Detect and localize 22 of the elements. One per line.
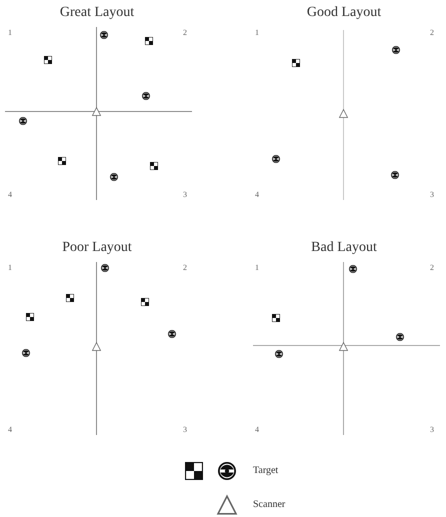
quadrant-number: 3 [183,191,187,199]
quadrant-number: 3 [430,191,434,199]
panel-title: Good Layout [306,6,382,20]
quadrant-number: 1 [8,264,12,272]
panel-title: Great Layout [60,6,134,20]
quadrant-number: 3 [430,426,434,434]
quadrant-number: 2 [183,264,187,272]
quadrant-number: 2 [430,29,434,37]
quadrant-number: 4 [255,426,259,434]
quadrant-number: 1 [255,264,259,272]
panel-title: Poor Layout [62,241,132,255]
quadrant-number: 2 [430,264,434,272]
quadrant-number: 4 [8,426,12,434]
legend-label: Target [253,466,278,476]
panel-title: Bad Layout [311,241,377,255]
quadrant-number: 3 [183,426,187,434]
quadrant-number: 1 [255,29,259,37]
legend-label: Scanner [253,500,286,510]
quadrant-number: 2 [183,29,187,37]
quadrant-number: 4 [255,191,259,199]
quadrant-number: 1 [8,29,12,37]
quadrant-number: 4 [8,191,12,199]
